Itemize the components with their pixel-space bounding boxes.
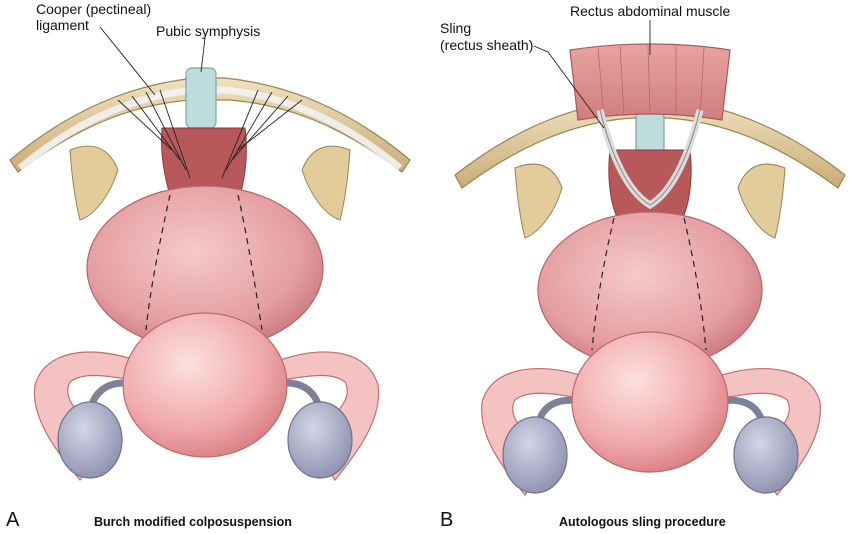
caption-b: Autologous sling procedure xyxy=(559,515,726,529)
rectus-label: Rectus abdominal muscle xyxy=(570,3,731,19)
sling-label-line1: Sling xyxy=(440,20,471,36)
panel-letter-b: B xyxy=(440,509,453,531)
sling-label-line2: (rectus sheath) xyxy=(440,37,533,53)
dashed-line-right-a xyxy=(237,194,263,331)
panel-a: Cooper (pectineal) ligament Pubic symphy… xyxy=(6,1,411,531)
cooper-label-line1: Cooper (pectineal) xyxy=(36,1,151,17)
rectus-muscle-b xyxy=(569,43,731,121)
pubic-symphysis-a xyxy=(185,67,217,129)
uterus-b xyxy=(571,331,729,473)
ovary-right-b xyxy=(733,416,799,494)
urethra-a xyxy=(161,127,247,196)
uterus-a xyxy=(122,312,288,458)
pelvic-bone-a xyxy=(9,77,411,221)
pubic-symphysis-label: Pubic symphysis xyxy=(156,23,260,39)
dashed-line-right-b xyxy=(683,217,707,351)
ovary-left-a xyxy=(57,401,123,479)
panel-b: Sling (rectus sheath) Rectus abdominal m… xyxy=(440,3,846,531)
urethra-b xyxy=(608,149,692,216)
ovary-right-a xyxy=(287,401,353,479)
panel-letter-a: A xyxy=(6,509,20,531)
sutures-a xyxy=(117,89,303,179)
leader-sling-b xyxy=(533,45,605,129)
dashed-line-left-b xyxy=(591,217,615,351)
dashed-line-left-a xyxy=(145,194,171,331)
caption-a: Burch modified colposuspension xyxy=(94,515,292,529)
leader-cooper-a xyxy=(99,26,156,96)
cooper-label-line2: ligament xyxy=(36,17,89,33)
ovary-left-b xyxy=(502,416,568,494)
leader-symphysis-a xyxy=(200,37,206,73)
